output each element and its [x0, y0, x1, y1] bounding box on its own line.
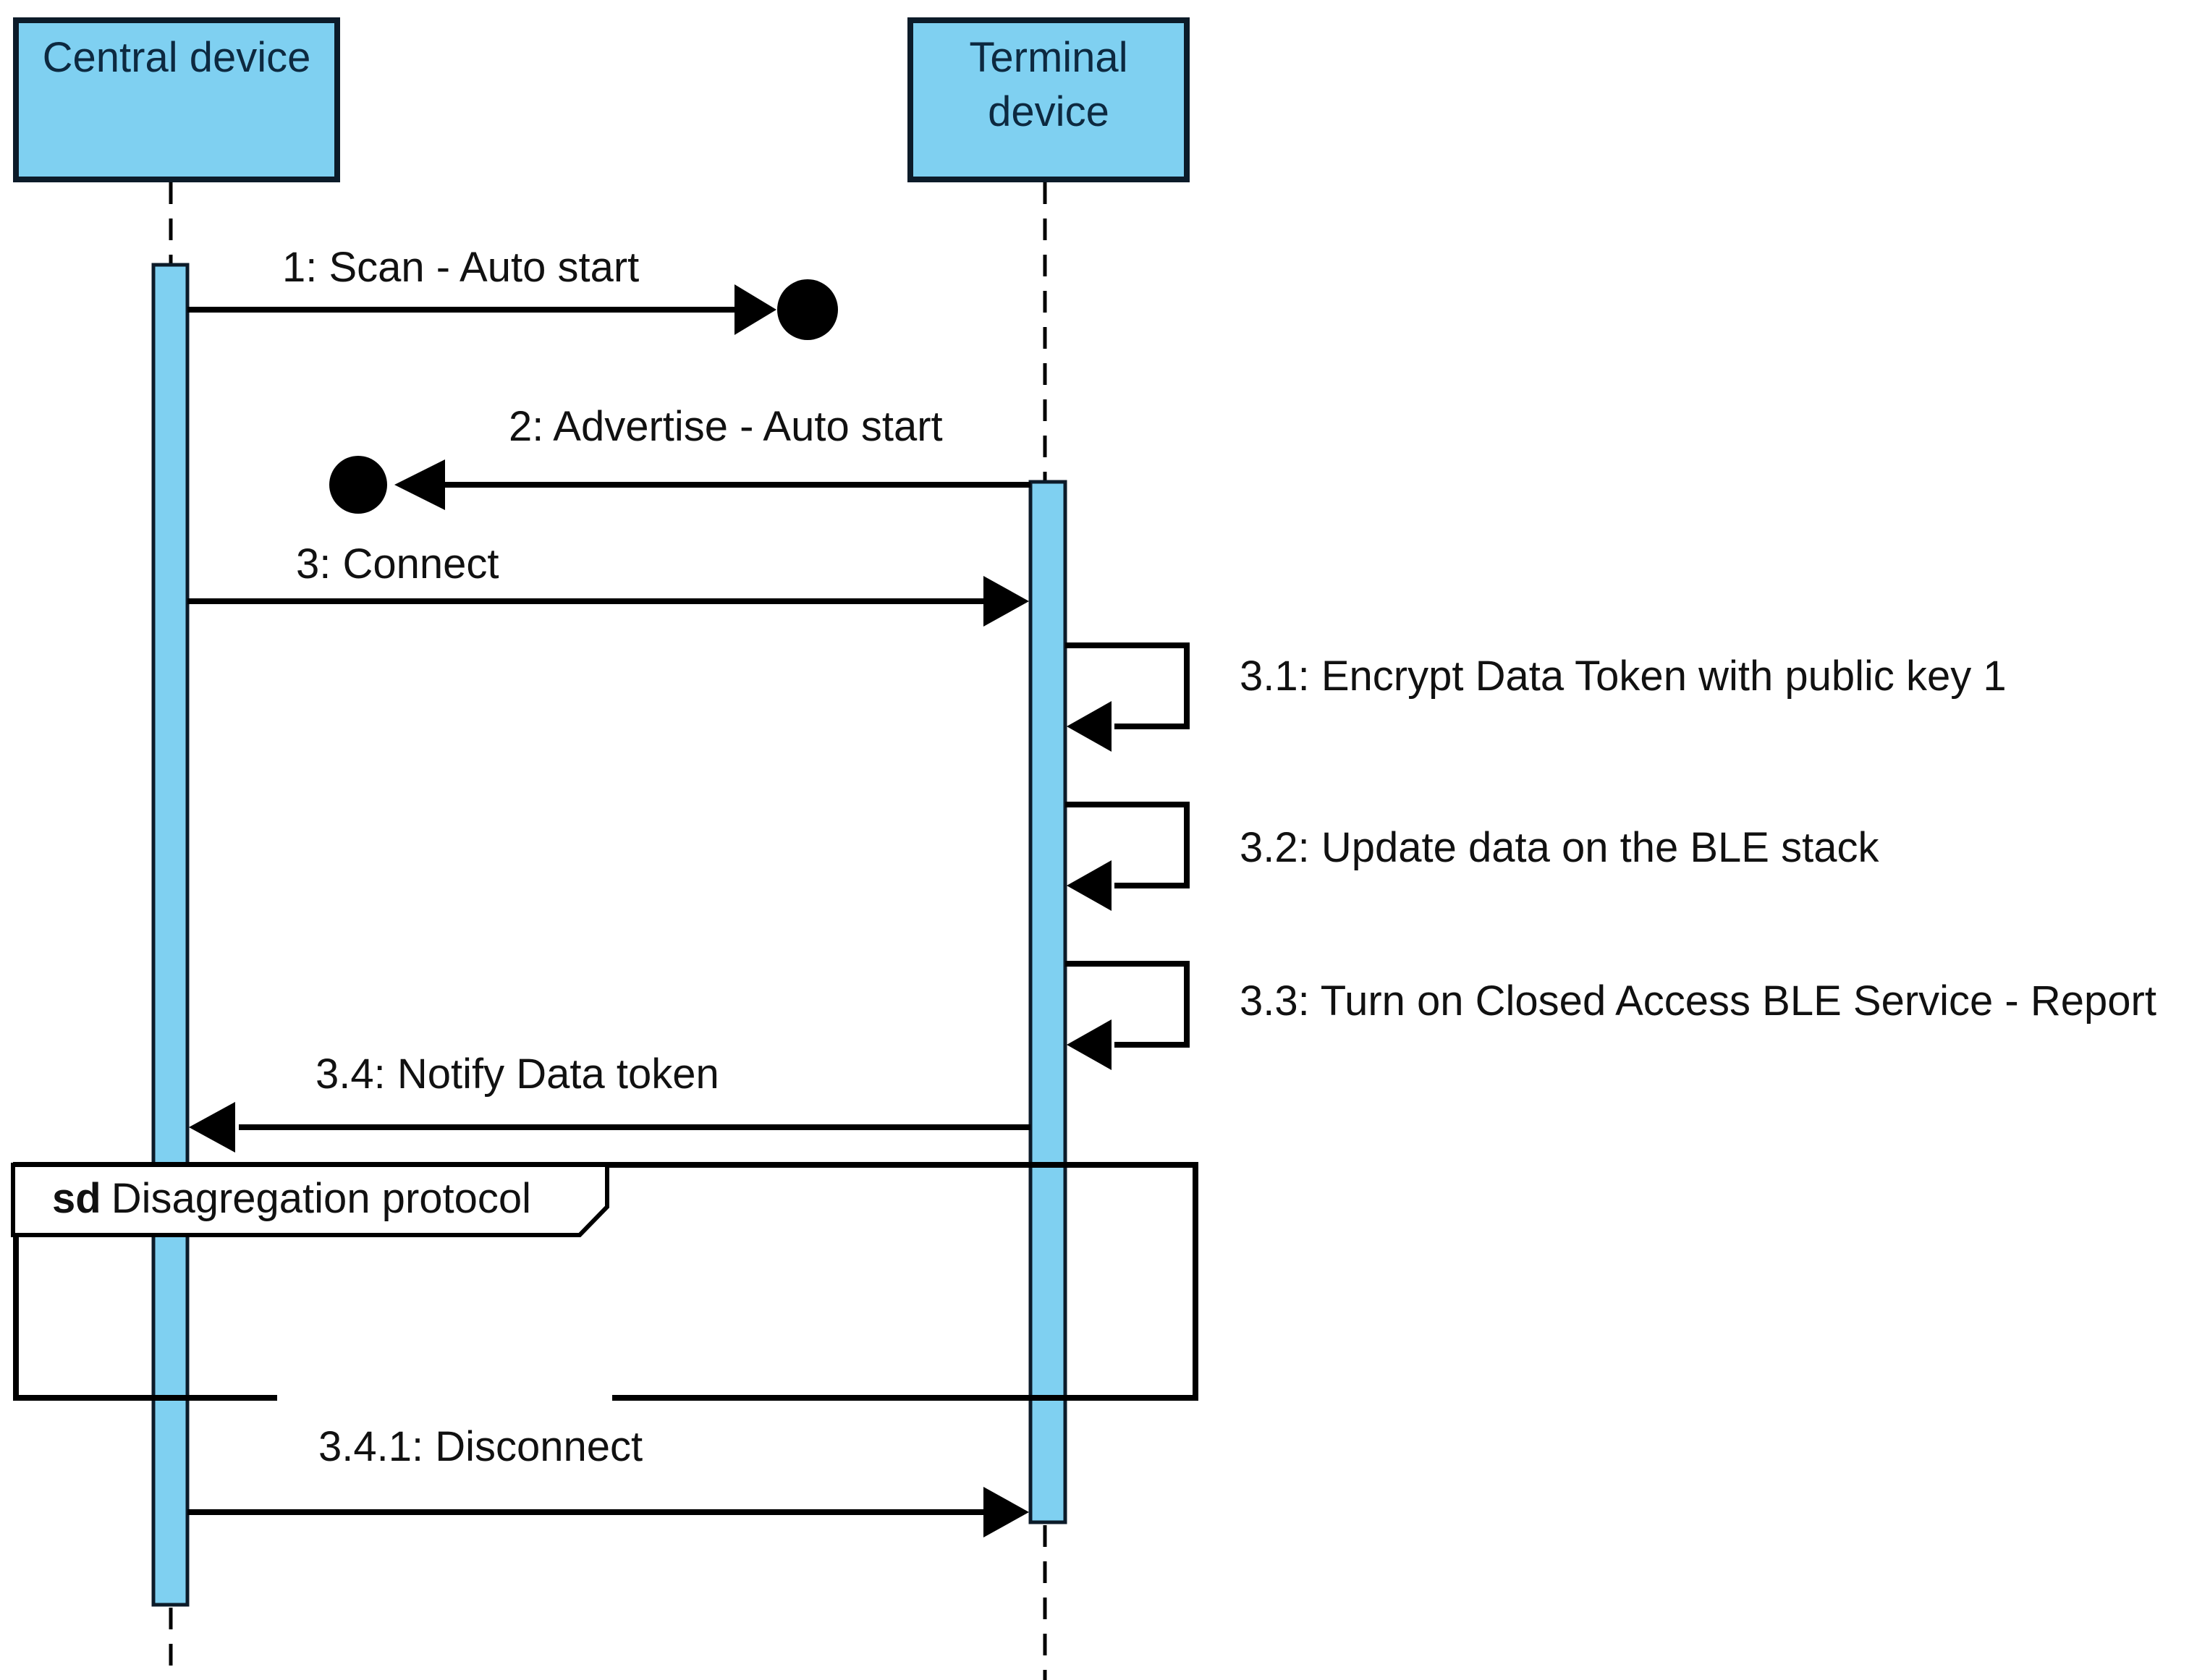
terminal-activation-bar: [1028, 480, 1067, 1524]
message-3-1-arrowhead-icon: [1067, 701, 1112, 752]
message-3-1-self-loop: [1065, 642, 1190, 729]
message-3-4-1-arrowhead-icon: [983, 1487, 1029, 1537]
fragment-name: Disagregation protocol: [111, 1175, 532, 1222]
actor-central-device-label: Central device: [42, 34, 311, 81]
message-3-4-label: 3.4: Notify Data token: [316, 1051, 719, 1098]
actor-terminal-device: Terminal device: [907, 17, 1190, 182]
message-1-lost-endpoint-dot: [777, 279, 838, 340]
message-3-2-arrowhead-icon: [1067, 860, 1112, 911]
fragment-operator: sd: [52, 1175, 101, 1222]
actor-central-device: Central device: [13, 17, 340, 182]
message-2-label: 2: Advertise - Auto start: [509, 403, 943, 450]
message-3-4-1-label: 3.4.1: Disconnect: [318, 1423, 643, 1470]
central-activation-bar: [151, 263, 190, 1607]
message-3-3-self-loop: [1065, 961, 1190, 1048]
message-3-1-label: 3.1: Encrypt Data Token with public key …: [1240, 653, 2007, 700]
fragment-label-tab: [11, 1163, 609, 1237]
actor-terminal-device-label: Terminal device: [969, 34, 1128, 136]
message-1-label: 1: Scan - Auto start: [282, 244, 640, 291]
message-2-found-endpoint-dot: [329, 456, 387, 514]
message-3-arrowhead-icon: [983, 576, 1029, 627]
message-3-2-label: 3.2: Update data on the BLE stack: [1240, 824, 1879, 871]
message-3-3-label: 3.3: Turn on Closed Access BLE Service -…: [1240, 977, 2156, 1024]
message-3-label: 3: Connect: [296, 540, 499, 587]
message-3-2-self-loop: [1065, 802, 1190, 888]
message-1-arrowhead-icon: [734, 284, 776, 335]
message-3-3-arrowhead-icon: [1067, 1019, 1112, 1070]
message-2-arrowhead-icon: [394, 459, 445, 510]
message-3-4-arrowhead-icon: [189, 1102, 235, 1153]
